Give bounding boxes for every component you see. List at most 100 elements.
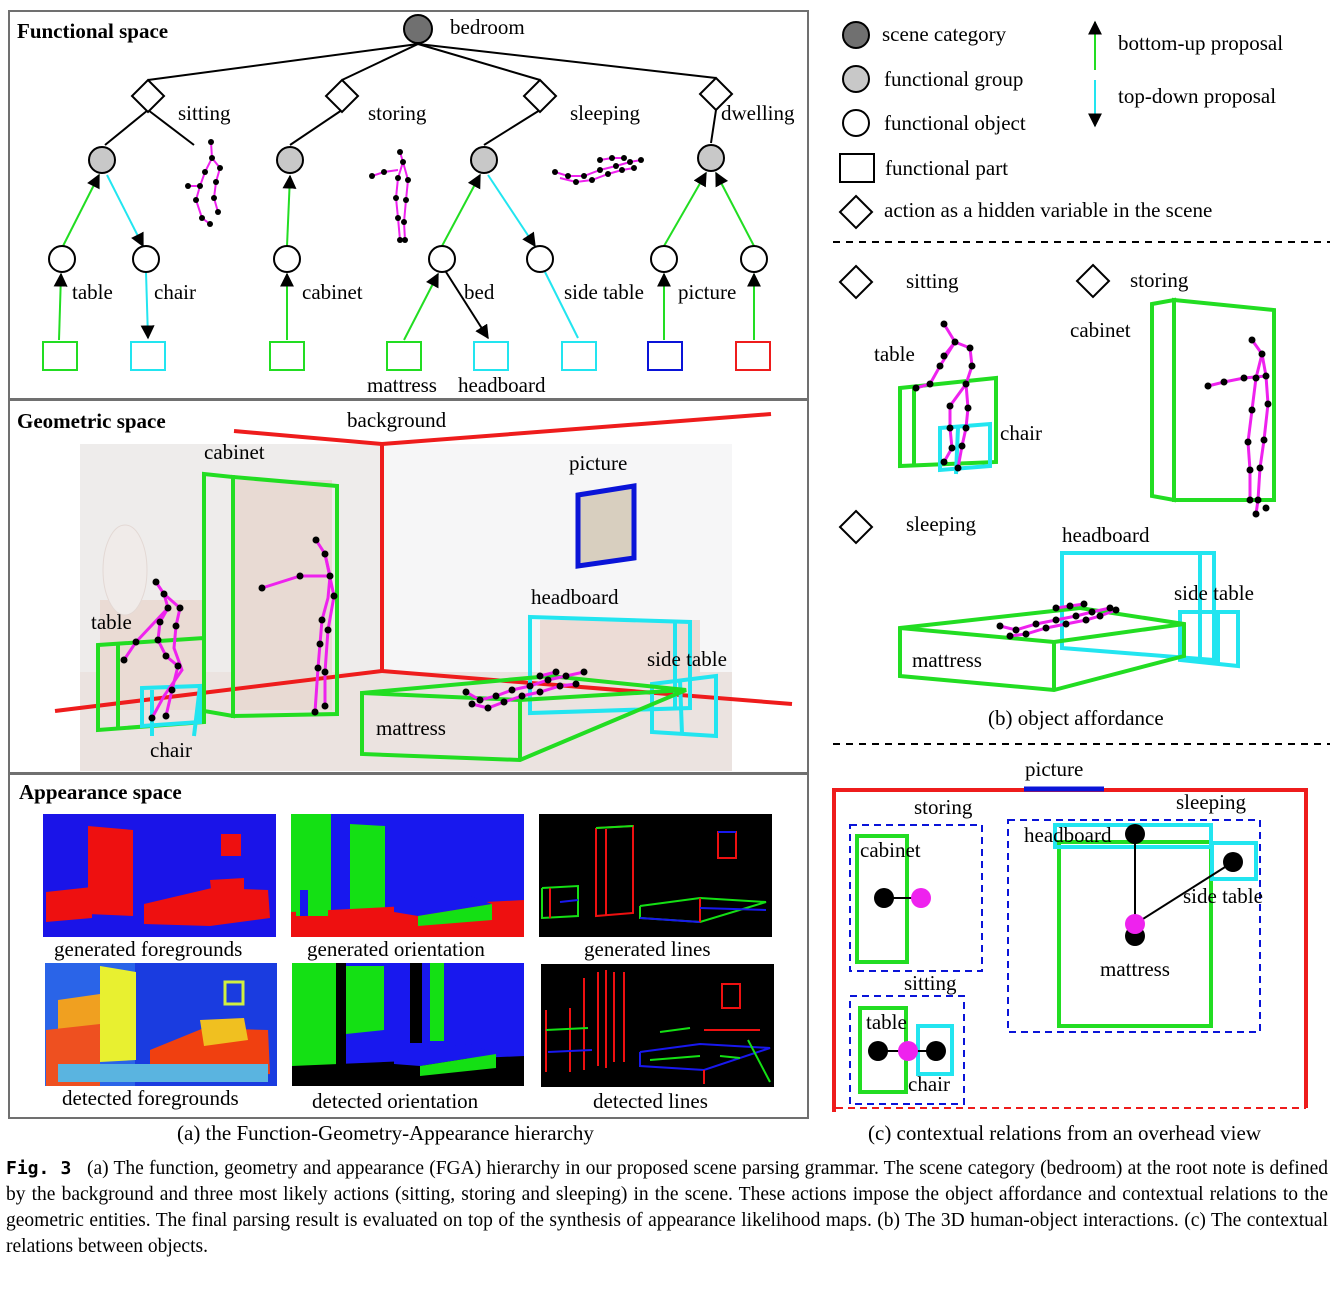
appearance-space-title: Appearance space [19,780,182,804]
human-pose-cabinet [258,536,338,716]
map-label-detected-lines: detected lines [593,1089,708,1113]
panel-c-caption: (c) contextual relations from an overhea… [868,1121,1262,1145]
context-label-cabinet: cabinet [860,838,921,862]
scene-category-node [403,14,433,44]
context-label-mattress: mattress [1100,957,1170,981]
functional-space-panel: Functional space bedroom sitting storing… [8,10,809,400]
affordance-human-storing [1204,336,1272,518]
functional-object-nodes [48,245,768,273]
action-label-sleeping: sleeping [570,101,640,125]
affordance-label-cabinet: cabinet [1070,318,1131,342]
picture-box [575,483,637,569]
map-detected-foregrounds [45,963,277,1086]
legend-functional-group-label: functional group [884,67,1023,91]
panel-a-caption: (a) the Function-Geometry-Appearance hie… [177,1121,594,1145]
action-diamonds [130,76,734,114]
legend-action-label: action as a hidden variable in the scene [884,198,1212,222]
proposal-arrows [53,171,761,341]
affordance-label-headboard: headboard [1062,523,1150,547]
panel-b-caption: (b) object affordance [988,706,1164,730]
affordance-label-table: table [874,342,915,366]
affordance-action-sitting: sitting [906,269,959,293]
table-box [96,635,206,733]
geometric-space-panel: Geometric space [8,399,809,774]
cabinet-box [202,471,339,719]
part-label-mattress: mattress [367,373,437,397]
context-label-sleeping: sleeping [1176,790,1246,814]
human-pose-table [120,578,184,722]
legend-action-icon [838,194,874,230]
geo-label-mattress: mattress [376,716,446,740]
geo-label-background: background [347,408,447,432]
contextual-relations-panel: picture storing sleeping headboard cabin… [832,757,1308,1112]
map-detected-lines [541,964,774,1087]
legend-functional-part-label: functional part [885,156,1008,180]
functional-group-nodes [88,144,725,174]
object-label-chair: chair [154,280,196,304]
object-label-table: table [72,280,113,304]
geo-label-table: table [91,610,132,634]
action-label-dwelling: dwelling [721,101,795,125]
map-generated-lines [539,814,772,937]
human-pose-storing [369,149,411,243]
legend-functional-object-icon [842,109,870,137]
object-affordance-panel: sitting storing sleeping [838,263,1276,730]
legend-functional-group-icon [842,65,870,93]
legend-functional-part-icon [839,153,875,183]
root-label: bedroom [450,15,525,39]
object-label-bed: bed [464,280,495,304]
legend-top-down-label: top-down proposal [1118,84,1276,108]
map-detected-orientation [292,963,524,1086]
context-label-chair: chair [908,1072,950,1096]
context-label-table: table [866,1010,907,1034]
affordance-human-sitting [912,320,976,472]
geo-label-picture: picture [569,451,627,475]
object-label-cabinet: cabinet [302,280,363,304]
geo-label-chair: chair [150,738,192,762]
human-pose-bed [462,668,588,712]
map-label-generated-orientation: generated orientation [307,937,485,961]
geometric-space-title: Geometric space [17,409,166,433]
object-label-side-table: side table [564,280,644,304]
action-label-sitting: sitting [178,101,231,125]
affordance-human-sleeping [996,600,1120,640]
action-label-storing: storing [368,101,427,125]
legend: scene category functional group function… [838,20,1283,230]
legend-scene-category-icon [842,21,870,49]
mattress-box [360,673,687,763]
map-label-generated-lines: generated lines [584,937,711,961]
context-label-headboard: headboard [1024,823,1112,847]
background-layout-lines [54,412,793,713]
map-generated-orientation [291,814,524,937]
human-pose-sleeping [552,155,644,185]
relation-nodes [868,824,1243,1061]
affordance-label-side-table: side table [1174,581,1254,605]
map-label-detected-orientation: detected orientation [312,1089,479,1113]
human-pose-sitting [185,139,223,227]
context-label-storing: storing [914,795,973,819]
legend-functional-object-label: functional object [884,111,1026,135]
legend-bottom-up-label: bottom-up proposal [1118,31,1283,55]
figure-caption-text: (a) The function, geometry and appearanc… [6,1158,1328,1257]
affordance-action-storing: storing [1130,268,1189,292]
geo-label-cabinet: cabinet [204,440,265,464]
context-label-picture: picture [1025,757,1083,781]
tree-edges [104,43,717,146]
map-label-generated-foregrounds: generated foregrounds [54,937,242,961]
geo-label-headboard: headboard [531,585,619,609]
affordance-action-sleeping: sleeping [906,512,976,536]
functional-space-title: Functional space [17,19,168,43]
part-label-headboard: headboard [458,373,546,397]
chair-box [140,683,202,737]
functional-part-boxes [42,341,771,371]
figure-caption: Fig. 3 (a) The function, geometry and ap… [6,1156,1328,1260]
figure-canvas: Functional space bedroom sitting storing… [8,10,1330,1145]
affordance-label-mattress: mattress [912,648,982,672]
figure-caption-label: Fig. 3 [6,1158,72,1179]
geo-label-side-table: side table [647,647,727,671]
context-label-side-table: side table [1183,884,1263,908]
legend-scene-category-label: scene category [882,22,1007,46]
map-generated-foregrounds [43,814,276,937]
object-label-picture: picture [678,280,736,304]
map-label-detected-foregrounds: detected foregrounds [62,1086,239,1110]
